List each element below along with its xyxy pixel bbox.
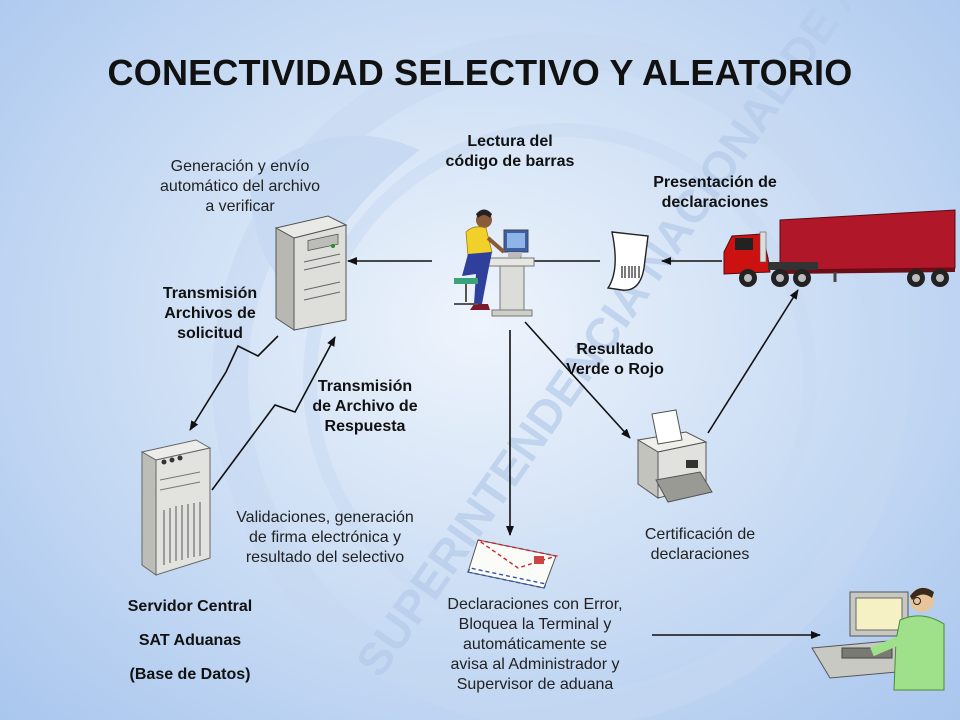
flow-arrows	[189, 257, 821, 639]
label-transmision-solicitud: Transmisión Archivos de solicitud	[162, 285, 258, 342]
arrow-operator-to-printer	[524, 321, 631, 439]
tower-computer-icon	[274, 215, 348, 331]
label-resultado-verde-rojo: Resultado Verde o Rojo	[566, 341, 664, 378]
label-lectura-codigo-barras: Lectura del código de barras	[445, 133, 575, 170]
supervisor-at-computer-icon	[811, 587, 945, 691]
label-validaciones: Validaciones, generación de firma electr…	[236, 509, 414, 566]
slide-title: CONECTIVIDAD SELECTIVO Y ALEATORIO	[107, 52, 853, 93]
label-presentacion-declaraciones: Presentación de declaraciones	[653, 174, 777, 211]
operator-at-computer-icon	[454, 209, 535, 317]
label-servidor-central: Servidor Central SAT Aduanas (Base de Da…	[127, 598, 253, 683]
printer-icon	[636, 409, 713, 503]
zigzag-request-arrow	[189, 335, 279, 431]
label-transmision-respuesta: Transmisión de Archivo de Respuesta	[312, 378, 418, 435]
barcode-document-icon	[606, 231, 649, 291]
label-generacion-envio: Generación y envío automático del archiv…	[159, 158, 321, 215]
zigzag-response-arrow	[211, 336, 336, 491]
label-certificacion: Certificación de declaraciones	[644, 526, 756, 563]
label-declaraciones-error: Declaraciones con Error, Bloquea la Term…	[447, 596, 623, 693]
arrow-printer-to-truck	[707, 289, 799, 434]
cargo-truck-icon	[723, 209, 956, 287]
central-server-icon	[140, 439, 212, 576]
envelope-icon	[466, 539, 559, 589]
